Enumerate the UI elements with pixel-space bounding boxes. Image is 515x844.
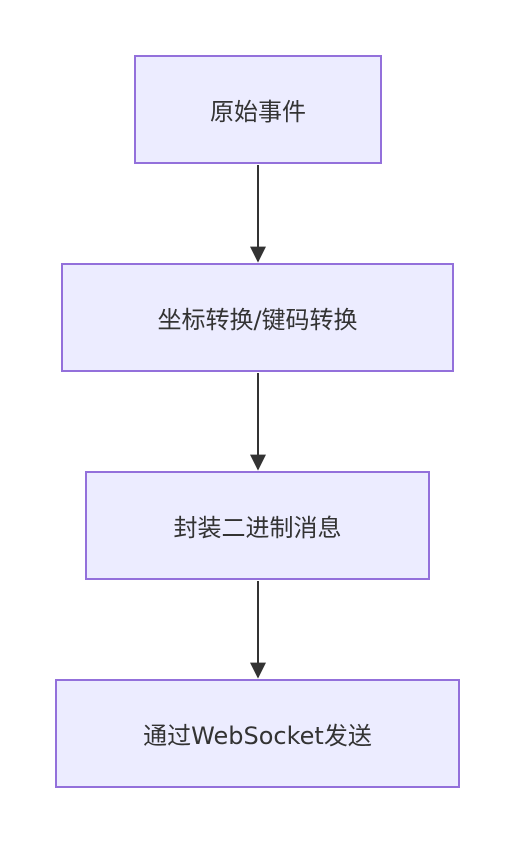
node-binary-message-packing-label: 封装二进制消息 bbox=[173, 514, 342, 542]
node-websocket-send: 通过WebSocket发送 bbox=[55, 679, 460, 788]
node-raw-event: 原始事件 bbox=[134, 55, 382, 164]
node-binary-message-packing: 封装二进制消息 bbox=[85, 471, 430, 580]
node-coordinate-keycode-conversion: 坐标转换/键码转换 bbox=[61, 263, 454, 372]
node-websocket-send-label: 通过WebSocket发送 bbox=[143, 722, 372, 750]
node-coordinate-keycode-conversion-label: 坐标转换/键码转换 bbox=[157, 306, 358, 334]
node-raw-event-label: 原始事件 bbox=[210, 98, 306, 126]
